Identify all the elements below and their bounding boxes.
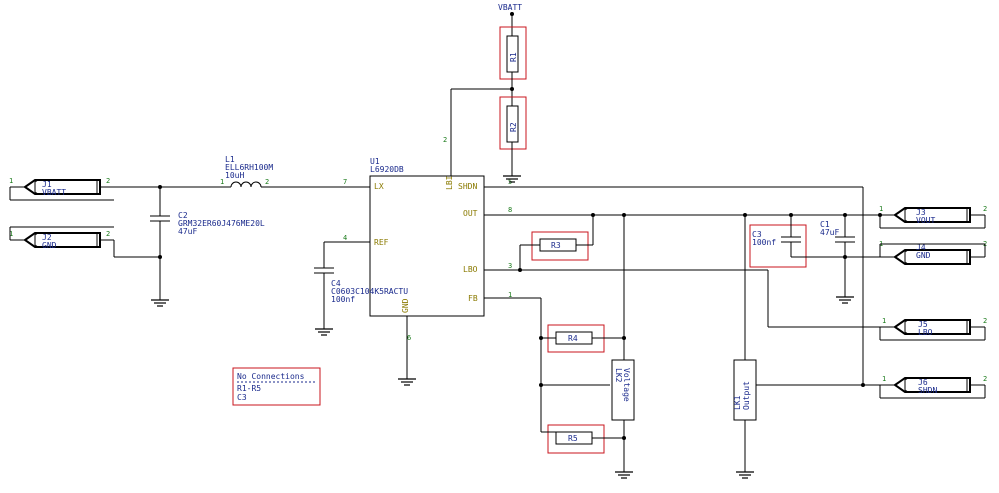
u1-pin4-num: 4 <box>343 234 347 242</box>
no-connections-note: No Connections R1-R5 C3 <box>232 367 321 406</box>
u1-pin1-num: 1 <box>508 291 512 299</box>
u1-pin-out: OUT <box>463 209 478 218</box>
u1-pin6-num: 6 <box>407 334 411 342</box>
r2-ref: R2 <box>509 122 518 132</box>
c3-ref: C3 <box>752 230 762 239</box>
connector-j3: J3 VOUT 1 2 <box>879 205 987 229</box>
u1-pin-fb: FB <box>468 294 478 303</box>
c4-ref: C4 <box>331 279 341 288</box>
j3-name: VOUT <box>916 216 935 225</box>
u1-pin-ref: REF <box>374 238 389 247</box>
resistor-r3: R3 <box>531 231 589 261</box>
u1-pin7-num: 7 <box>343 178 347 186</box>
lk1-name: Output <box>742 381 751 410</box>
c2-ref: C2 <box>178 211 188 220</box>
lk2-ref: LK2 <box>614 368 623 383</box>
j6-pin2: 2 <box>983 375 987 383</box>
vbatt-label: VBATT <box>498 3 522 12</box>
r3-ref: R3 <box>551 241 561 250</box>
j4-ref: J4 <box>916 243 926 252</box>
j5-ref: J5 <box>918 320 928 329</box>
u1-pin-lbo: LBO <box>463 265 478 274</box>
j2-pin1: 1 <box>9 230 13 238</box>
r1-ref: R1 <box>509 52 518 62</box>
j6-pin1: 1 <box>882 375 886 383</box>
capacitor-c3: C3 100nf <box>749 215 807 268</box>
l1-pin1: 1 <box>220 178 224 186</box>
j1-name: VBATT <box>42 188 66 197</box>
connector-j1: J1 VBATT 1 2 <box>9 177 114 201</box>
lk1-ref: LK1 <box>733 395 742 410</box>
u1-pin-gnd: GND <box>401 298 410 313</box>
note-title: No Connections <box>237 372 305 381</box>
l1-value: 10uH <box>225 171 244 180</box>
r4-ref: R4 <box>568 334 578 343</box>
inductor-l1: L1 ELL6RH100M 10uH 1 2 <box>220 155 370 188</box>
lk2-name: Voltage <box>622 368 631 402</box>
c2-value: 47uF <box>178 227 197 236</box>
u1-pin3-num: 3 <box>508 262 512 270</box>
capacitor-c4: C4 C0603C104K5RACTU 100nf <box>314 267 408 336</box>
c1-value: 47uF <box>820 228 839 237</box>
j6-ref: J6 <box>918 378 928 387</box>
j3-pin2: 2 <box>983 205 987 213</box>
resistor-r1: R1 <box>499 26 527 106</box>
j2-name: GND <box>42 241 57 250</box>
connector-j4: J4 GND 1 2 <box>879 240 987 265</box>
resistor-r5: R5 <box>547 424 605 454</box>
c1-ref: C1 <box>820 220 830 229</box>
l1-pin2: 2 <box>265 178 269 186</box>
j5-name: LBO <box>918 328 933 337</box>
l1-ref: L1 <box>225 155 235 164</box>
j5-pin1: 1 <box>882 317 886 325</box>
u1-ref: U1 <box>370 157 380 166</box>
j1-pin1: 1 <box>9 177 13 185</box>
u1-pin2-num: 2 <box>443 136 447 144</box>
c3-value: 100nf <box>752 238 776 247</box>
u1-pin-shdn: SHDN <box>458 182 477 191</box>
c4-value: 100nf <box>331 295 355 304</box>
link-lk1: LK1 Output <box>733 359 757 421</box>
j4-name: GND <box>916 251 931 260</box>
ic-u1: U1 L6920DB LX REF LBI SHDN OUT LBO FB GN… <box>343 136 512 342</box>
resistor-r2: R2 <box>499 96 527 183</box>
j3-ref: J3 <box>916 208 926 217</box>
j2-ref: J2 <box>42 233 52 242</box>
c2-part: GRM32ER60J476ME20L <box>178 219 265 228</box>
connector-j6: J6 SHDN 1 2 <box>863 375 987 399</box>
j1-pin2: 2 <box>106 177 110 185</box>
j3-pin1: 1 <box>879 205 883 213</box>
j1-ref: J1 <box>42 180 52 189</box>
j6-name: SHDN <box>918 386 937 395</box>
j5-pin2: 2 <box>983 317 987 325</box>
u1-pin-lbi: LBI <box>445 175 454 190</box>
j2-pin2: 2 <box>106 230 110 238</box>
l1-part: ELL6RH100M <box>225 163 273 172</box>
capacitor-c1: C1 47uF <box>820 215 855 304</box>
c4-part: C0603C104K5RACTU <box>331 287 408 296</box>
note-line2: C3 <box>237 393 247 402</box>
link-lk2: LK2 Voltage <box>611 359 635 421</box>
connector-j5: J5 LBO 1 2 <box>879 317 987 341</box>
capacitor-c2: C2 GRM32ER60J476ME20L 47uF <box>150 187 265 307</box>
note-line1: R1-R5 <box>237 384 261 393</box>
u1-pin-lx: LX <box>374 182 384 191</box>
vbatt-net: VBATT <box>498 3 522 36</box>
r5-ref: R5 <box>568 434 578 443</box>
u1-part: L6920DB <box>370 165 404 174</box>
u1-pin8-num: 8 <box>508 206 512 214</box>
connector-j2: J2 GND 1 2 <box>9 226 114 250</box>
